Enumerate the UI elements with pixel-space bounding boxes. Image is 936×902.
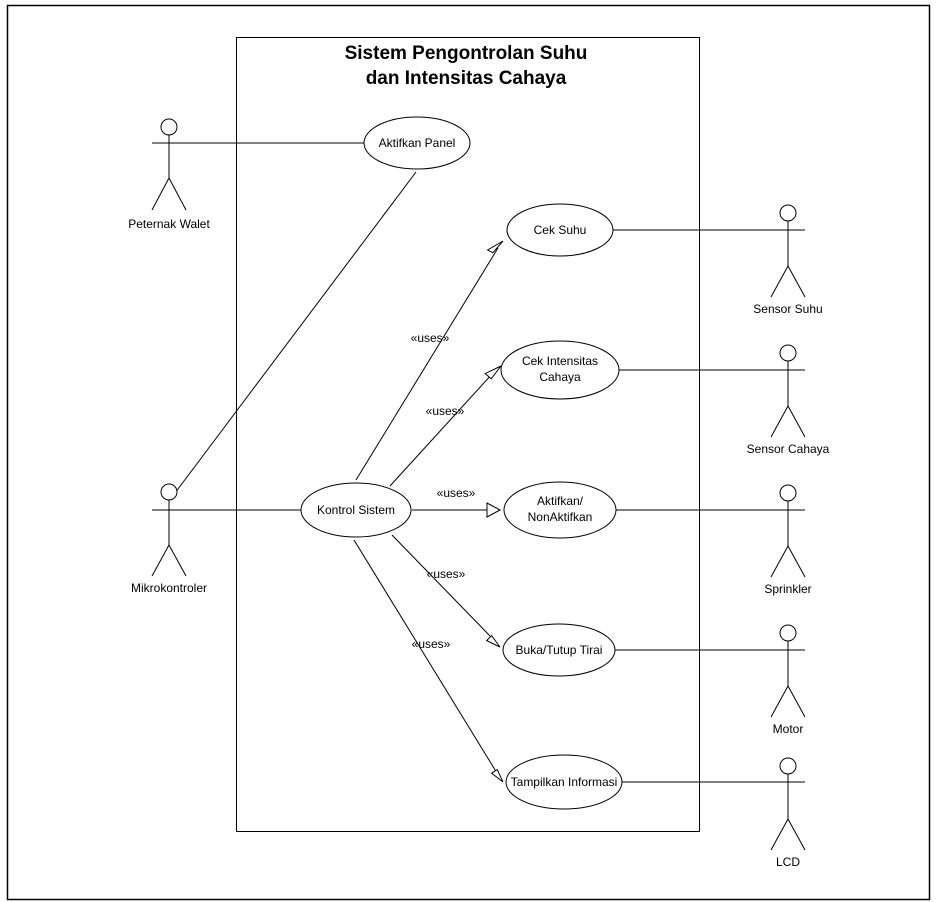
svg-text:Cek Intensitas: Cek Intensitas [522, 354, 598, 368]
svg-text:NonAktifkan: NonAktifkan [528, 510, 593, 524]
uses-label-aktifkan: «uses» [437, 486, 476, 500]
svg-text:Cahaya: Cahaya [539, 370, 581, 384]
actor-mikrokontroler[interactable]: Mikrokontroler [131, 483, 207, 595]
svg-text:Buka/Tutup Tirai: Buka/Tutup Tirai [516, 643, 603, 657]
usecase-aktifkan-nonaktifkan[interactable]: Aktifkan/ NonAktifkan [503, 481, 617, 539]
system-boundary [236, 37, 700, 832]
actor-lcd[interactable]: LCD [770, 757, 806, 869]
usecase-cek-intensitas-cahaya[interactable]: Cek Intensitas Cahaya [500, 340, 620, 400]
usecase-tampilkan-informasi[interactable]: Tampilkan Informasi [505, 754, 623, 810]
association-lines [152, 142, 805, 783]
actor-sprinkler[interactable]: Sprinkler [764, 484, 812, 596]
svg-text:LCD: LCD [776, 855, 800, 869]
svg-text:Motor: Motor [773, 722, 804, 736]
system-title-line2: dan Intensitas Cahaya [366, 68, 567, 89]
svg-text:Aktifkan/: Aktifkan/ [537, 494, 584, 508]
usecase-cek-suhu[interactable]: Cek Suhu [506, 203, 614, 257]
svg-text:Kontrol Sistem: Kontrol Sistem [317, 503, 395, 517]
uses-label-cek-suhu: «uses» [411, 331, 450, 345]
svg-text:Peternak Walet: Peternak Walet [128, 217, 210, 231]
svg-text:Sensor Suhu: Sensor Suhu [753, 302, 822, 316]
actor-peternak-walet[interactable]: Peternak Walet [128, 118, 210, 231]
svg-text:Aktifkan Panel: Aktifkan Panel [379, 136, 456, 150]
usecase-aktifkan-panel[interactable]: Aktifkan Panel [363, 116, 471, 170]
diagram-frame [6, 4, 931, 901]
actor-sensor-suhu[interactable]: Sensor Suhu [753, 204, 823, 316]
actor-sensor-cahaya[interactable]: Sensor Cahaya [747, 344, 830, 456]
svg-text:Tampilkan Informasi: Tampilkan Informasi [511, 775, 618, 789]
svg-text:Cek Suhu: Cek Suhu [534, 223, 587, 237]
svg-text:Mikrokontroler: Mikrokontroler [131, 581, 207, 595]
usecase-buka-tutup-tirai[interactable]: Buka/Tutup Tirai [502, 623, 616, 677]
uses-label-cek-intensitas: «uses» [426, 404, 465, 418]
uses-relations [353, 240, 504, 783]
system-title-line1: Sistem Pengontrolan Suhu [345, 43, 588, 64]
uses-label-tampilkan: «uses» [412, 637, 451, 651]
uses-label-buka-tutup: «uses» [427, 567, 466, 581]
usecase-kontrol-sistem[interactable]: Kontrol Sistem [300, 482, 412, 538]
actor-motor[interactable]: Motor [770, 624, 806, 736]
svg-text:Sensor Cahaya: Sensor Cahaya [747, 442, 830, 456]
svg-text:Sprinkler: Sprinkler [764, 582, 811, 596]
